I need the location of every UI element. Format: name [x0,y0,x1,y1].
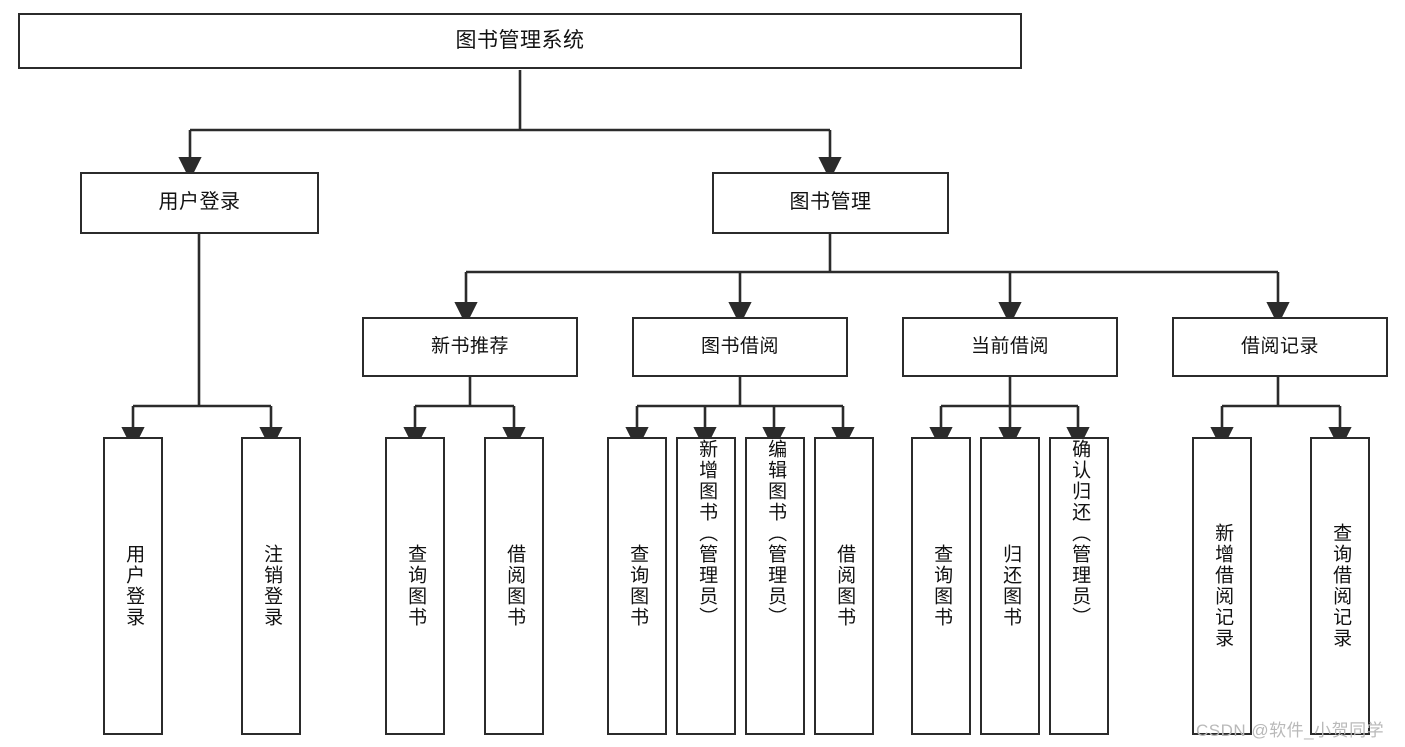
node-current-borrow[interactable]: 当前借阅 [902,317,1118,377]
leaf-user-login-login-label: 用户登录 [123,544,145,628]
leaf-new-book-borrow-label: 借阅图书 [504,544,526,628]
leaf-borrow-record-add[interactable]: 新增借阅记录 [1192,437,1252,735]
node-book-borrow-label: 图书借阅 [700,335,779,357]
leaf-book-borrow-edit[interactable]: 编辑图书（管理员） [745,437,805,735]
leaf-new-book-query[interactable]: 查询图书 [385,437,445,735]
node-book-management[interactable]: 图书管理 [712,172,949,234]
leaf-book-borrow-add[interactable]: 新增图书（管理员） [676,437,736,735]
node-borrow-record[interactable]: 借阅记录 [1172,317,1388,377]
node-user-login-label: 用户登录 [158,191,241,214]
leaf-book-borrow-query-label: 查询图书 [627,544,649,628]
node-new-book-recommend[interactable]: 新书推荐 [362,317,578,377]
node-book-management-label: 图书管理 [789,191,872,214]
leaf-current-borrow-confirm-return-label: 确认归还（管理员） [1069,439,1091,628]
leaf-user-login-login[interactable]: 用户登录 [103,437,163,735]
leaf-user-login-logout-label: 注销登录 [261,544,283,628]
leaf-book-borrow-borrow-label: 借阅图书 [834,544,856,628]
leaf-borrow-record-query-label: 查询借阅记录 [1330,523,1352,649]
leaf-new-book-borrow[interactable]: 借阅图书 [484,437,544,735]
node-root[interactable]: 图书管理系统 [18,13,1022,69]
node-current-borrow-label: 当前借阅 [970,335,1049,357]
node-root-label: 图书管理系统 [455,28,585,52]
leaf-current-borrow-return[interactable]: 归还图书 [980,437,1040,735]
leaf-borrow-record-query[interactable]: 查询借阅记录 [1310,437,1370,735]
leaf-book-borrow-add-label: 新增图书（管理员） [696,439,718,628]
leaf-book-borrow-borrow[interactable]: 借阅图书 [814,437,874,735]
leaf-new-book-query-label: 查询图书 [405,544,427,628]
csdn-watermark-text: CSDN @软件_小贺同学 [1196,721,1385,740]
node-new-book-recommend-label: 新书推荐 [430,335,509,357]
node-book-borrow[interactable]: 图书借阅 [632,317,848,377]
leaf-current-borrow-query[interactable]: 查询图书 [911,437,971,735]
leaf-book-borrow-query[interactable]: 查询图书 [607,437,667,735]
leaf-borrow-record-add-label: 新增借阅记录 [1212,523,1234,649]
leaf-book-borrow-edit-label: 编辑图书（管理员） [765,439,787,628]
node-user-login[interactable]: 用户登录 [80,172,319,234]
node-borrow-record-label: 借阅记录 [1240,335,1319,357]
leaf-user-login-logout[interactable]: 注销登录 [241,437,301,735]
leaf-current-borrow-confirm-return[interactable]: 确认归还（管理员） [1049,437,1109,735]
leaf-current-borrow-query-label: 查询图书 [931,544,953,628]
csdn-watermark: CSDN @软件_小贺同学 [1196,716,1384,741]
leaf-current-borrow-return-label: 归还图书 [1000,544,1022,628]
